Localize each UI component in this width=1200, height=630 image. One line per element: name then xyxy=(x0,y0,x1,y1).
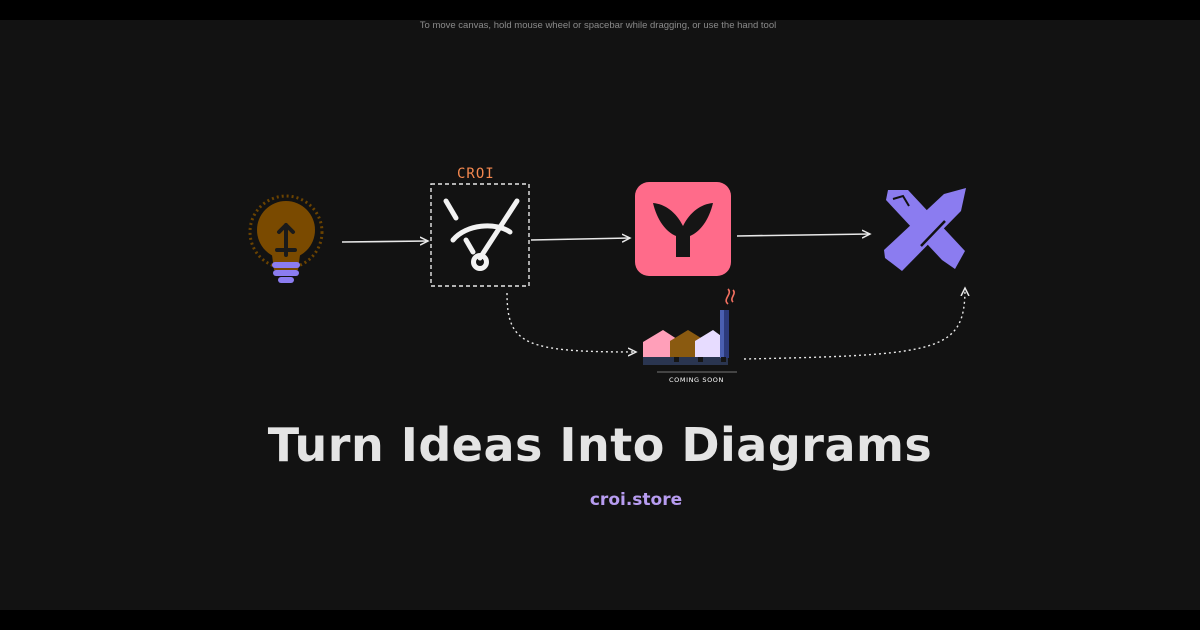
site-link[interactable]: croi.store xyxy=(589,490,683,510)
factory-icon[interactable]: COMING SOON xyxy=(643,288,737,384)
arrow-croi-to-app[interactable] xyxy=(530,238,630,240)
croi-logo-icon xyxy=(443,198,520,271)
lightbulb-icon[interactable] xyxy=(248,194,324,283)
whale-tail-app-icon[interactable] xyxy=(635,182,731,276)
dotted-connector-croi-to-factory[interactable] xyxy=(506,292,636,352)
dotted-connector-factory-to-tools[interactable] xyxy=(743,288,965,360)
diagram: CROI xyxy=(248,166,1200,384)
arrow-idea-to-croi[interactable] xyxy=(341,241,428,242)
arrow-app-to-tools[interactable] xyxy=(736,234,870,236)
design-tools-icon[interactable] xyxy=(884,188,966,271)
canvas-hint: To move canvas, hold mouse wheel or spac… xyxy=(419,20,777,31)
hero-title: Turn Ideas Into Diagrams xyxy=(267,418,933,472)
croi-label: CROI xyxy=(457,166,495,182)
coming-soon-label: COMING SOON xyxy=(669,376,724,384)
croi-node[interactable]: CROI xyxy=(430,166,530,287)
whiteboard-canvas[interactable]: To move canvas, hold mouse wheel or spac… xyxy=(0,20,1200,610)
